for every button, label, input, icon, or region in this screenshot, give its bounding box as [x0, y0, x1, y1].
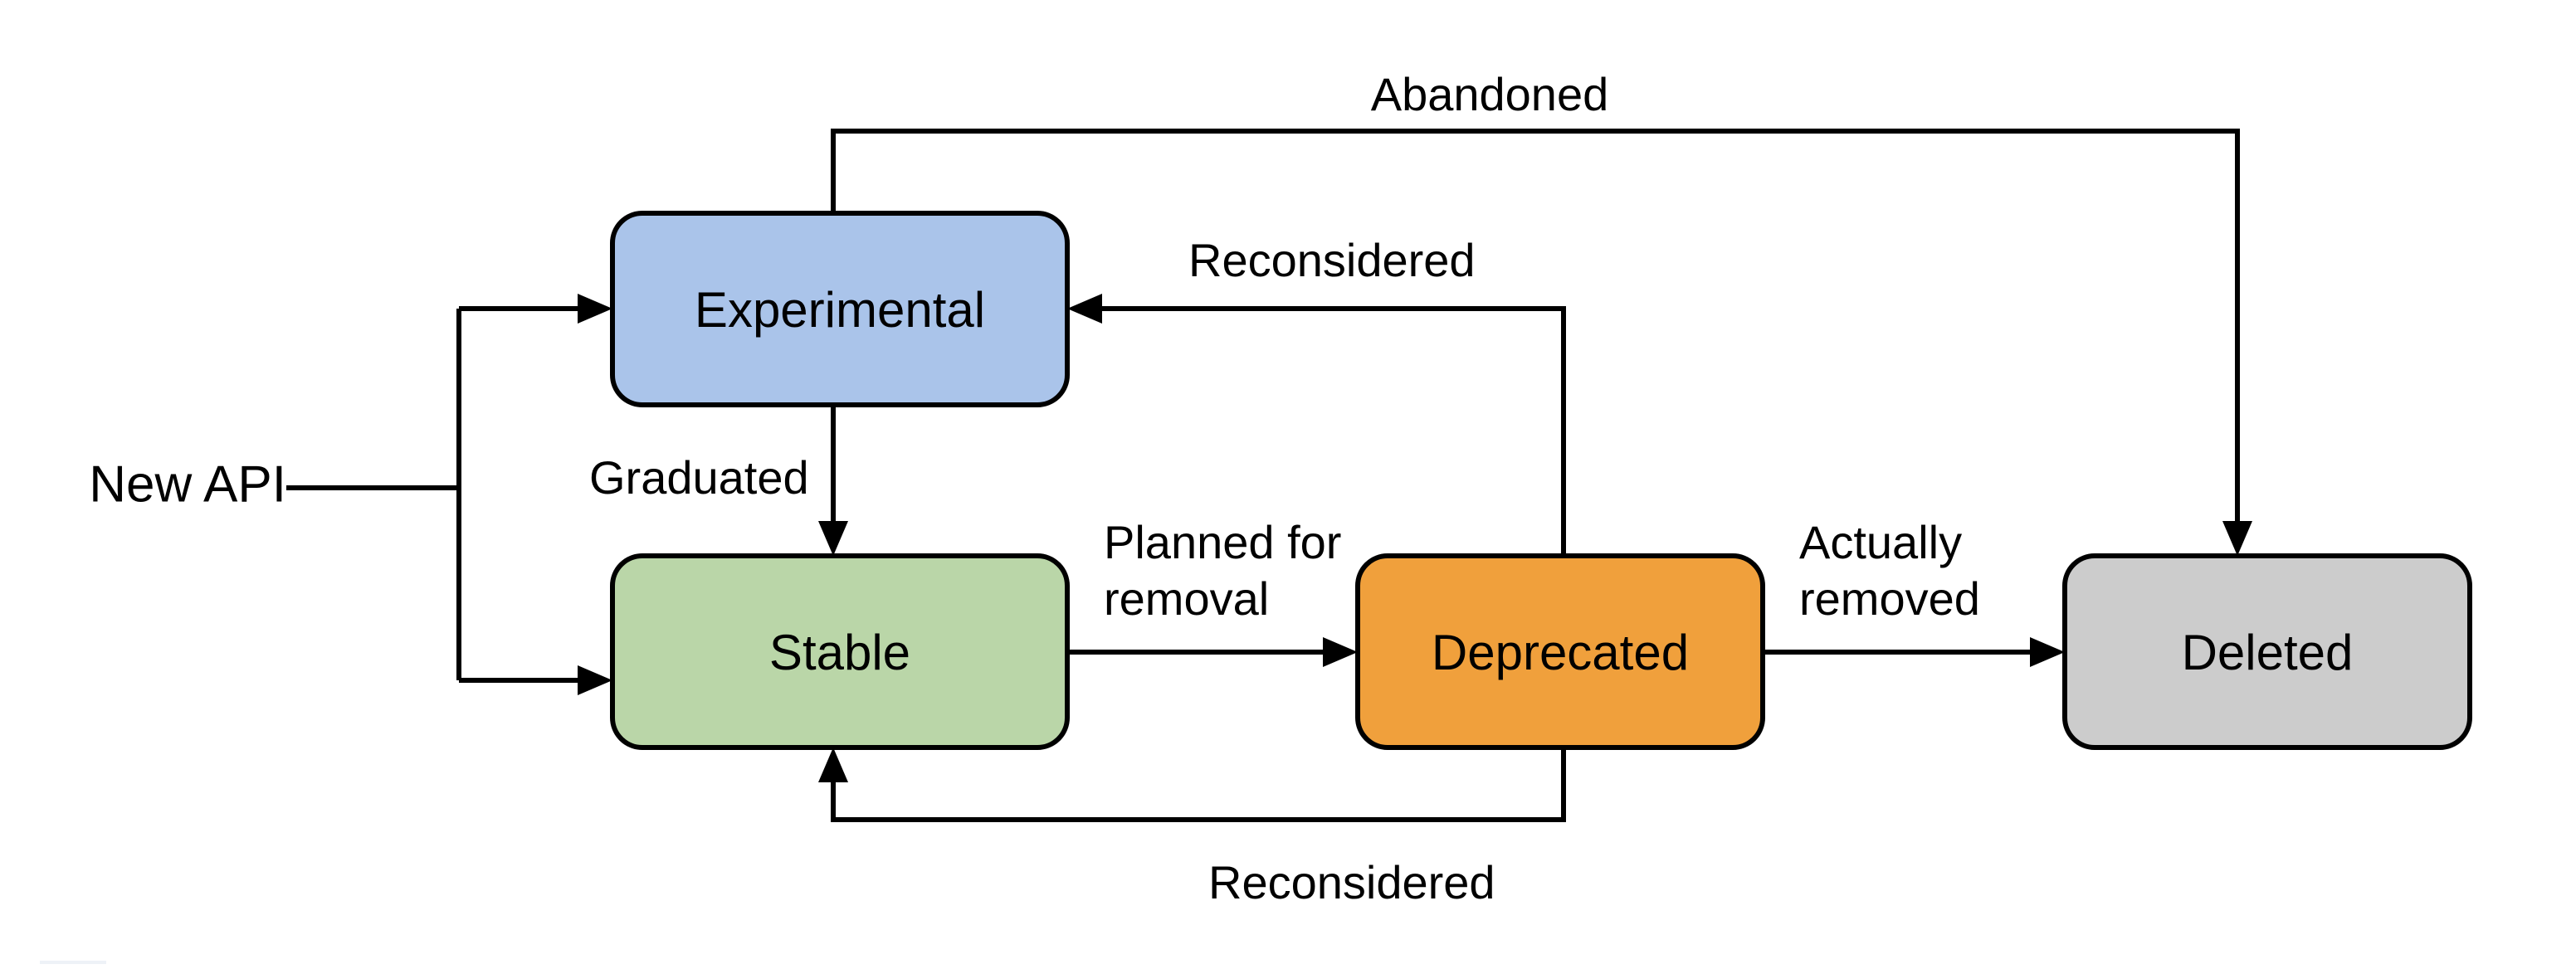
edge-deprecated-to-deleted — [1763, 637, 2065, 667]
node-deprecated[interactable]: Deprecated — [1355, 553, 1765, 750]
node-stable-label: Stable — [769, 625, 910, 680]
node-stable[interactable]: Stable — [610, 553, 1070, 750]
edge-label-abandoned: Abandoned — [1371, 68, 1609, 120]
edge-label-planned-for-removal-line1: Planned for — [1104, 516, 1341, 568]
node-experimental[interactable]: Experimental — [610, 211, 1070, 407]
node-stable-shape[interactable] — [610, 553, 1070, 750]
edge-label-reconsidered-lower: Reconsidered — [1208, 856, 1495, 908]
edge-new-api-to-stable — [459, 665, 612, 695]
node-deleted[interactable]: Deleted — [2062, 553, 2472, 750]
edge-label-graduated: Graduated — [589, 451, 809, 504]
arrowhead-icon — [2222, 521, 2252, 556]
arrowhead-icon — [2030, 637, 2065, 667]
node-experimental-label: Experimental — [695, 282, 985, 338]
arrowhead-icon — [1323, 637, 1358, 667]
edge-experimental-to-stable — [818, 405, 848, 556]
edge-label-actually-removed-line2: removed — [1799, 572, 1980, 625]
edge-label-actually-removed: Actually removed — [1799, 516, 1980, 625]
edge-label-reconsidered-upper: Reconsidered — [1188, 234, 1476, 286]
edge-deprecated-to-stable — [818, 747, 1566, 822]
edge-deprecated-to-experimental — [1067, 294, 1566, 556]
arrowhead-icon — [578, 665, 612, 695]
edge-label-planned-for-removal: Planned for removal — [1104, 516, 1341, 625]
node-deleted-shape[interactable] — [2062, 553, 2472, 750]
arrowhead-icon — [818, 747, 848, 782]
edge-stable-to-deprecated — [1067, 637, 1358, 667]
node-deprecated-label: Deprecated — [1432, 625, 1689, 680]
arrowhead-icon — [578, 294, 612, 324]
arrowhead-icon — [818, 521, 848, 556]
node-deprecated-shape[interactable] — [1355, 553, 1765, 750]
edge-experimental-to-deleted — [831, 129, 2252, 556]
edge-label-actually-removed-line1: Actually — [1799, 516, 1962, 568]
arrowhead-icon — [1067, 294, 1102, 324]
node-deleted-label: Deleted — [2182, 625, 2354, 680]
edge-label-planned-for-removal-line2: removal — [1104, 572, 1269, 625]
render-artifact — [40, 961, 106, 964]
source-label-new-api: New API — [89, 455, 286, 513]
edge-new-api-to-experimental — [459, 294, 612, 324]
node-experimental-shape[interactable] — [610, 211, 1070, 407]
